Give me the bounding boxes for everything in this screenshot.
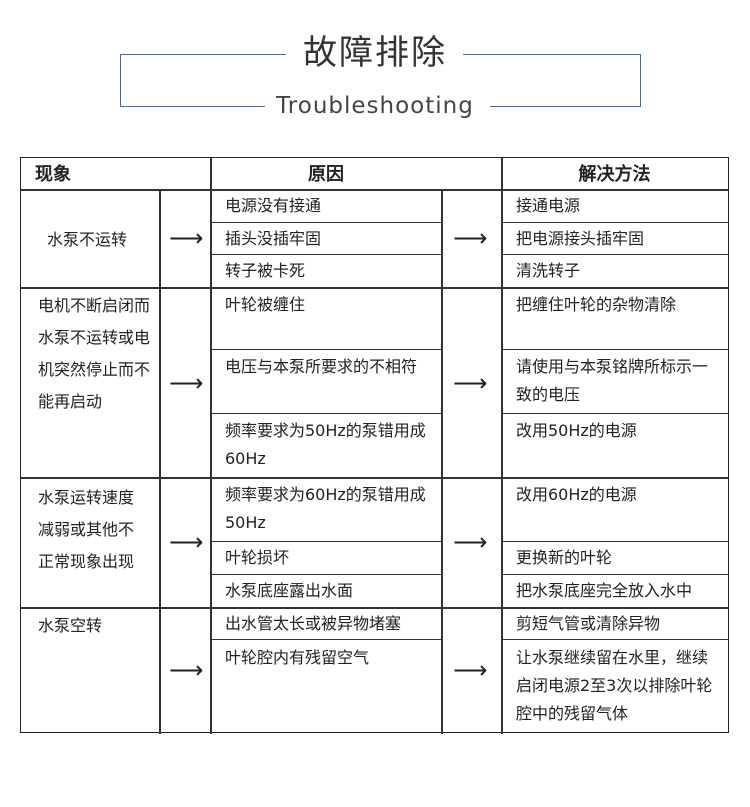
row-divider [501,349,728,351]
column-header-solution: 解决方法 [578,164,651,185]
solution-cell: 清洗转子 [516,261,581,280]
solution-cell: 把缠住叶轮的杂物清除 [516,295,677,314]
row-divider [210,349,442,351]
right-arrow-icon: ⟶ [453,528,488,556]
right-arrow-icon: ⟶ [169,224,204,252]
right-arrow-icon: ⟶ [169,656,204,684]
row-divider [210,639,442,641]
solution-cell: 请使用与本泵铭牌所标示一致的电压 [516,357,709,404]
solution-cell: 更换新的叶轮 [516,548,613,567]
solution-cell: 剪短气管或清除异物 [516,614,661,633]
cause-cell: 转子被卡死 [225,261,306,280]
column-divider [159,189,161,734]
phenomenon-cell: 水泵不运转 [47,230,128,249]
right-arrow-icon: ⟶ [453,656,488,684]
solution-cell: 改用50Hz的电源 [516,421,637,440]
group-divider [21,287,728,289]
right-arrow-icon: ⟶ [169,528,204,556]
group-divider [21,477,728,479]
phenomenon-cell: 水泵运转速度减弱或其他不正常现象出现 [38,488,135,571]
row-divider [210,254,442,256]
cause-cell: 叶轮损坏 [225,548,290,567]
header-frame-line-bottom-right [490,106,641,107]
right-arrow-icon: ⟶ [169,369,204,397]
cause-cell: 出水管太长或被异物堵塞 [225,614,402,633]
cause-cell: 插头没插牢固 [225,229,322,248]
troubleshooting-table: 现象 原因 解决方法 水泵不运转 ⟶ ⟶ 电源没有接通 接通电源 插头没插牢固 … [20,157,729,734]
row-divider [210,574,442,576]
column-header-cause: 原因 [308,164,344,185]
cause-cell: 叶轮被缠住 [225,295,306,314]
phenomenon-cell: 水泵空转 [38,616,103,635]
header-frame-line-left [120,54,121,107]
cause-cell: 电源没有接通 [225,196,322,215]
row-divider [501,254,728,256]
row-divider [210,222,442,224]
column-header-phenomenon: 现象 [35,164,71,185]
row-divider [501,574,728,576]
cause-cell: 电压与本泵所要求的不相符 [225,357,418,376]
row-divider [210,541,442,543]
cause-cell: 叶轮腔内有残留空气 [225,648,370,667]
group-divider [21,607,728,609]
header-frame-line-bottom-left [120,106,265,107]
cause-cell: 水泵底座露出水面 [225,581,354,600]
page-subtitle: Troubleshooting [276,93,474,119]
header-frame-line-top-left [120,54,286,55]
right-arrow-icon: ⟶ [453,224,488,252]
solution-cell: 把水泵底座完全放入水中 [516,581,693,600]
header-row-divider [21,189,728,191]
row-divider [210,413,442,415]
header-frame-line-top-right [463,54,641,55]
solution-cell: 把电源接头插牢固 [516,229,645,248]
solution-cell: 让水泵继续留在水里，继续启闭电源2至3次以排除叶轮腔中的残留气体 [516,648,713,723]
column-divider [210,158,212,734]
row-divider [501,413,728,415]
row-divider [501,541,728,543]
solution-cell: 接通电源 [516,196,581,215]
header-frame-line-right [640,54,641,107]
row-divider [501,639,728,641]
phenomenon-cell: 电机不断启闭而水泵不运转或电机突然停止而不能再启动 [38,296,151,411]
column-divider [501,158,503,734]
cause-cell: 频率要求为50Hz的泵错用成60Hz [225,421,426,468]
column-divider [441,189,443,734]
solution-cell: 改用60Hz的电源 [516,485,637,504]
page-title: 故障排除 [303,33,447,73]
right-arrow-icon: ⟶ [453,369,488,397]
cause-cell: 频率要求为60Hz的泵错用成50Hz [225,485,426,532]
row-divider [501,222,728,224]
